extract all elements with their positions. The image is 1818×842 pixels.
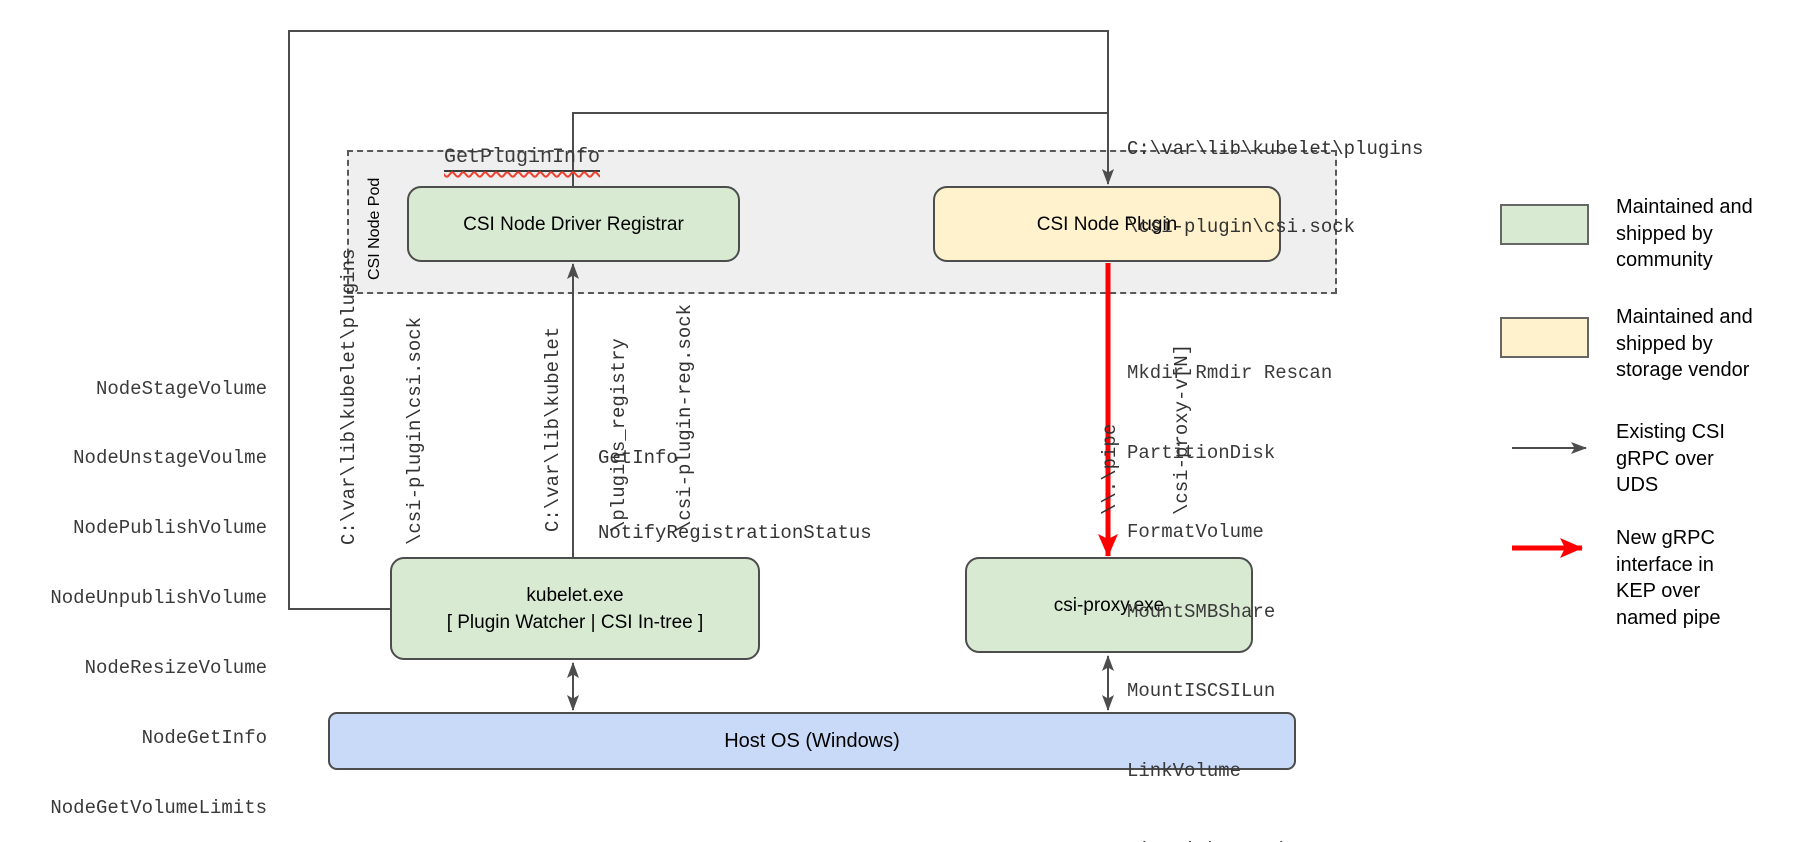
method-item: PartitionDisk [1127, 441, 1276, 464]
csi-proxy-method-list: Mkdir Rmdir Rescan PartitionDisk FormatV… [1127, 307, 1332, 842]
method-item: NodeGetVolumeLimits [50, 796, 267, 819]
method-item: NodeUnstageVoulme [73, 447, 267, 470]
csi-sock-path-label-top: C:\var\lib\kubelet\plugins \csi-plugin\c… [1127, 138, 1424, 238]
method-item: NodeUnpublishVolume [50, 587, 267, 610]
csi-node-plugin-box: CSI Node Plugin [933, 186, 1281, 262]
method-item: MountISCSILun [1127, 680, 1276, 702]
legend-vendor-text: Maintained and shipped by storage vendor [1616, 306, 1753, 381]
registrar-label: CSI Node Driver Registrar [463, 213, 684, 235]
host-os-box: Host OS (Windows) [328, 712, 1296, 770]
method-item: LinkVolume [1127, 759, 1242, 782]
host-os-label: Host OS (Windows) [724, 729, 900, 752]
kubelet-label-line1: kubelet.exe [526, 584, 624, 606]
legend-vendor-swatch [1500, 317, 1589, 358]
csi-proxy-label: csi-proxy.exe [1053, 594, 1165, 616]
legend-community-text: Maintained and shipped by community [1616, 196, 1753, 271]
legend-community-swatch [1500, 204, 1589, 245]
method-item: MountSMBShare [1127, 600, 1276, 623]
method-item: NodePublishVolume [73, 517, 267, 540]
csi-node-driver-registrar-box: CSI Node Driver Registrar [407, 186, 740, 262]
registration-methods-label: GetInfo NotifyRegistrationStatus [598, 447, 872, 544]
kubelet-label-line2: [ Plugin Watcher | CSI In-tree ] [446, 611, 704, 633]
getplugininfo-label: GetPluginInfo [396, 119, 601, 197]
arrow-kubelet-to-plugin [288, 30, 1114, 610]
method-item: NodeGetInfo [141, 727, 267, 750]
method-item: NodeResizeVolume [84, 657, 267, 680]
method-item: ListDiskLocations [1127, 837, 1332, 842]
kubelet-csi-method-list: NodeStageVolume NodeUnstageVoulme NodePu… [20, 331, 267, 842]
plugin-label: CSI Node Plugin [1036, 213, 1178, 235]
method-item: FormatVolume [1127, 521, 1264, 543]
kubelet-box: kubelet.exe [ Plugin Watcher | CSI In-tr… [390, 557, 760, 660]
csi-proxy-box: csi-proxy.exe [965, 557, 1253, 653]
line-registrar-getplugininfo [572, 112, 1107, 186]
csi-sock-path-label-left: C:\var\lib\kubelet\plugins \csi-plugin\c… [338, 248, 426, 545]
method-item: NodeStageVolume [95, 377, 267, 400]
legend-uds-text: Existing CSI gRPC over UDS [1616, 421, 1725, 496]
legend-named-pipe-text: New gRPC interface in KEP over named pip… [1616, 527, 1721, 629]
method-item: Mkdir Rmdir Rescan [1127, 362, 1333, 384]
